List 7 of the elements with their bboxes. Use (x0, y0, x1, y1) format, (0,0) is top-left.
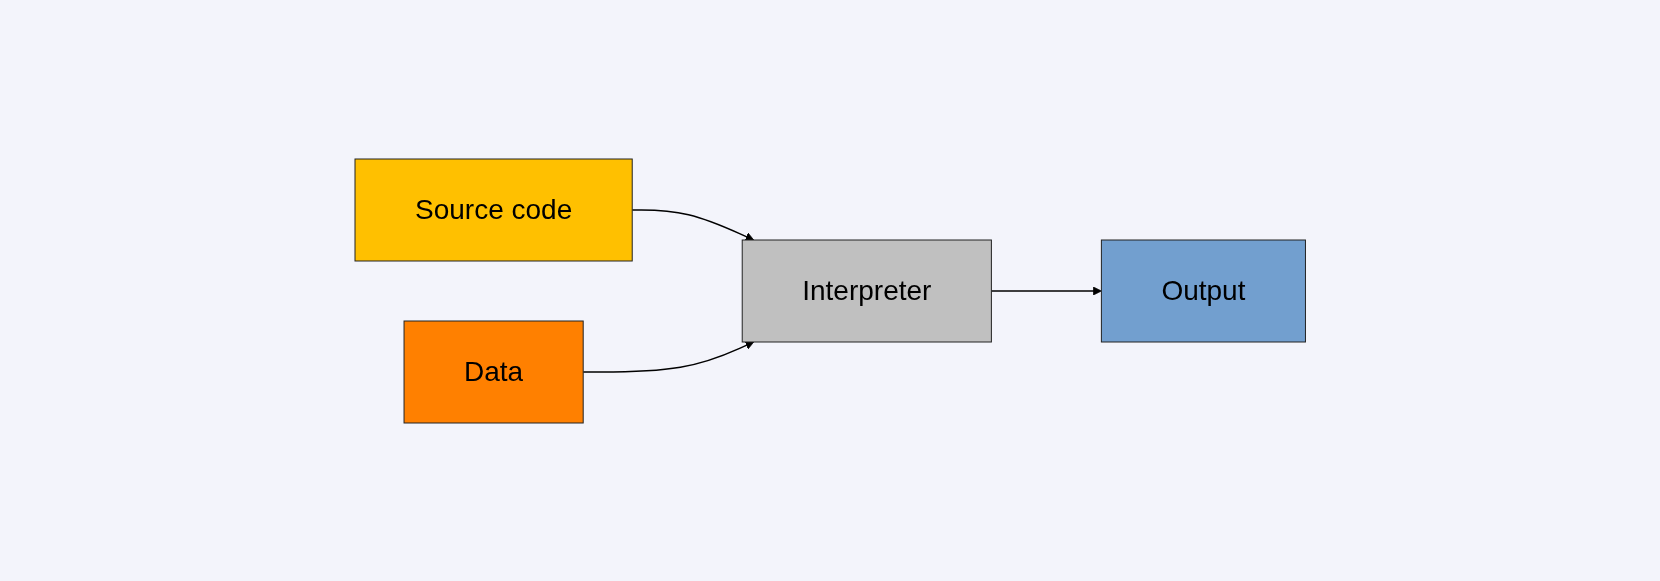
arrow (631, 208, 754, 241)
arrow (990, 286, 1102, 295)
node-box: Interpreter (741, 239, 992, 342)
node-box: Source code (354, 158, 633, 261)
node-box: Data (403, 320, 584, 423)
arrow (582, 340, 754, 373)
node-box: Output (1100, 239, 1306, 342)
